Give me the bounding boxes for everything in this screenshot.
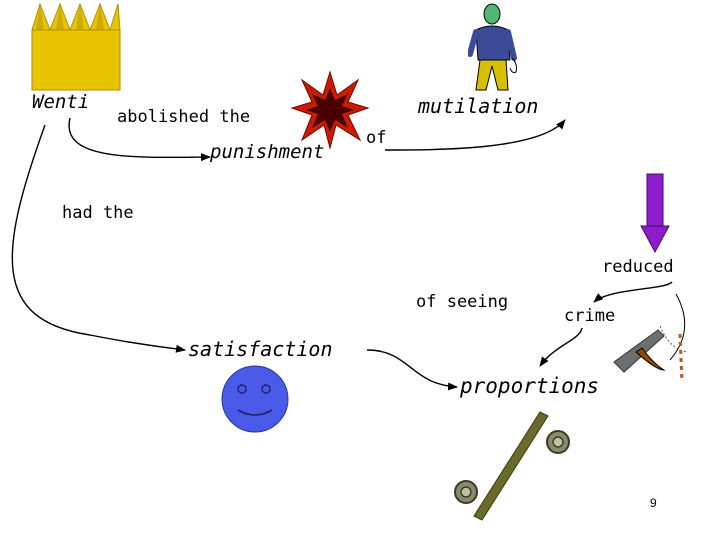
knife-icon bbox=[613, 293, 689, 383]
word-of-seeing: of seeing bbox=[416, 292, 509, 312]
word-had-the: had the bbox=[62, 203, 134, 223]
page-number: 9 bbox=[650, 496, 657, 510]
arrow-reduced-to-crime bbox=[593, 281, 673, 303]
explosion-icon bbox=[290, 70, 370, 150]
scale-balance-icon bbox=[454, 411, 570, 521]
arrow-of-to-mutilation bbox=[384, 119, 566, 151]
arrow-satisfaction-to-proportions bbox=[366, 349, 458, 391]
arrow-wenti-to-satisfaction bbox=[11, 124, 186, 353]
word-abolished-the: abolished the bbox=[117, 107, 251, 127]
person-figure-icon bbox=[468, 3, 517, 91]
arrow-down-icon bbox=[640, 173, 670, 254]
word-wenti: Wenti bbox=[32, 91, 90, 113]
word-satisfaction: satisfaction bbox=[188, 337, 333, 361]
smiley-face-icon bbox=[221, 365, 289, 433]
word-crime: crime bbox=[564, 306, 616, 326]
word-punishment: punishment bbox=[210, 141, 325, 163]
word-proportions: proportions bbox=[460, 374, 600, 398]
arrow-wenti-to-punishment bbox=[68, 117, 211, 162]
word-reduced: reduced bbox=[602, 257, 674, 277]
word-mutilation: mutilation bbox=[418, 94, 539, 118]
crown-icon bbox=[31, 2, 121, 91]
word-of: of bbox=[366, 128, 387, 148]
arrow-crime-to-proportions bbox=[539, 327, 583, 367]
